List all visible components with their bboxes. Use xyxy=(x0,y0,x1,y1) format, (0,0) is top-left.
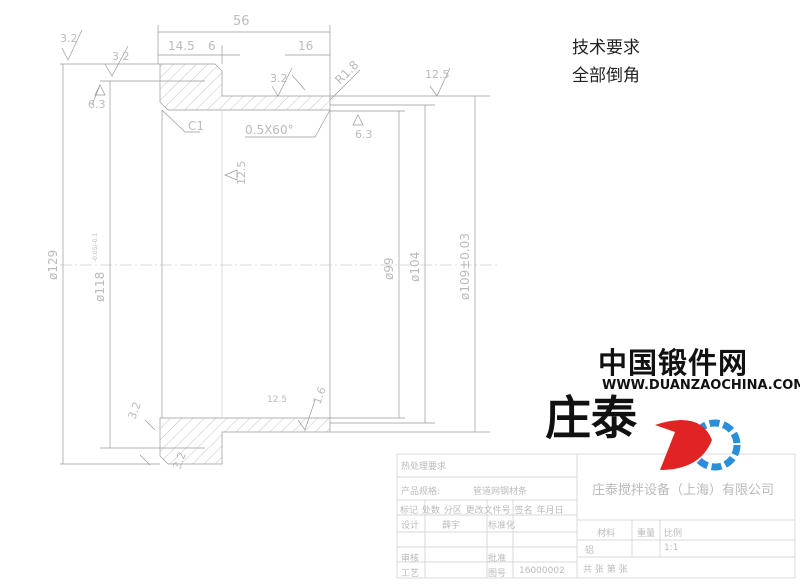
roughness-label: 1.6 xyxy=(311,385,329,406)
dim-dia-104: ø104 xyxy=(408,252,422,282)
roughness-label: 3.2 xyxy=(171,450,189,471)
dimension-lines xyxy=(62,31,476,464)
roughness-label: 12.5 xyxy=(425,68,450,81)
rev-header: 签名 xyxy=(514,506,533,516)
dim-dia-99: ø99 xyxy=(382,257,396,280)
dim-dia-109: ø109±0.03 xyxy=(458,233,472,300)
roughness-label: 6.3 xyxy=(355,128,373,141)
rev-header: 分区 xyxy=(443,506,462,516)
dim-end-length: 16 xyxy=(298,39,313,53)
dim-dia-118-tol: -0.05/-0.1 xyxy=(92,233,99,262)
review-label: 审核 xyxy=(401,554,420,564)
drawing-no-label: 图号 xyxy=(488,569,507,579)
roughness-symbols xyxy=(61,29,451,466)
design-label: 设计 xyxy=(401,521,420,531)
dim-dia-118: ø118 xyxy=(93,272,107,302)
watermark-url: WWW.DUANZAOCHINA.COM xyxy=(602,378,800,393)
product-spec-label: 产品规格: xyxy=(401,487,441,497)
tech-requirements-item: 全部倒角 xyxy=(572,66,640,86)
standardization-label: 标准化 xyxy=(488,521,516,531)
material-label: 材料 xyxy=(597,529,616,539)
title-block xyxy=(396,453,796,579)
rev-header: 处数 xyxy=(421,506,440,516)
extension-lines xyxy=(60,25,490,465)
scale-value: 1:1 xyxy=(664,543,679,553)
designer-name: 薛宇 xyxy=(442,521,461,531)
roughness-label: 6.3 xyxy=(88,98,106,111)
watermark-site-name: 中国锻件网 xyxy=(598,346,749,380)
revision-headers: 标记 处数 分区 更改文件号 签名 年月日 xyxy=(400,503,563,516)
flange-section-bottom xyxy=(159,417,331,465)
dim-flange-width: 14.5 xyxy=(168,39,195,53)
leader-lines xyxy=(161,69,361,138)
weight-label: 重量 xyxy=(637,529,656,539)
roughness-label: 3.2 xyxy=(270,72,288,85)
approve-label: 批准 xyxy=(488,554,507,564)
rev-header: 标记 xyxy=(400,506,419,516)
roughness-label: 12.5 xyxy=(235,161,248,186)
roughness-label: 3.2 xyxy=(112,50,130,63)
dim-step: 6 xyxy=(208,39,216,53)
chamfer-c1: C1 xyxy=(188,119,204,133)
roughness-label: 3.2 xyxy=(60,32,78,45)
roughness-label: 3.2 xyxy=(126,400,144,421)
scale-label: 比例 xyxy=(664,529,683,539)
watermark-brand: 庄泰 xyxy=(545,391,637,445)
drawing-no: 16000002 xyxy=(519,566,565,576)
process-label: 工艺 xyxy=(401,569,420,579)
tech-requirements-title: 技术要求 xyxy=(572,38,640,58)
rev-header: 更改文件号 xyxy=(465,506,511,516)
product-spec-value: 管道网钢材条 xyxy=(473,487,528,497)
sheet-count: 共 张 第 张 xyxy=(583,565,628,575)
dim-dia-129: ø129 xyxy=(46,250,60,280)
roughness-label: 12.5 xyxy=(267,395,287,405)
rev-header: 年月日 xyxy=(536,506,564,516)
heat-treatment-label: 热处理要求 xyxy=(401,462,447,472)
chamfer-angle: 0.5X60° xyxy=(245,123,294,137)
material-value: 铝 xyxy=(585,546,595,556)
dim-overall-length: 56 xyxy=(233,14,250,29)
company-name: 庄泰搅拌设备（上海）有限公司 xyxy=(592,483,775,498)
